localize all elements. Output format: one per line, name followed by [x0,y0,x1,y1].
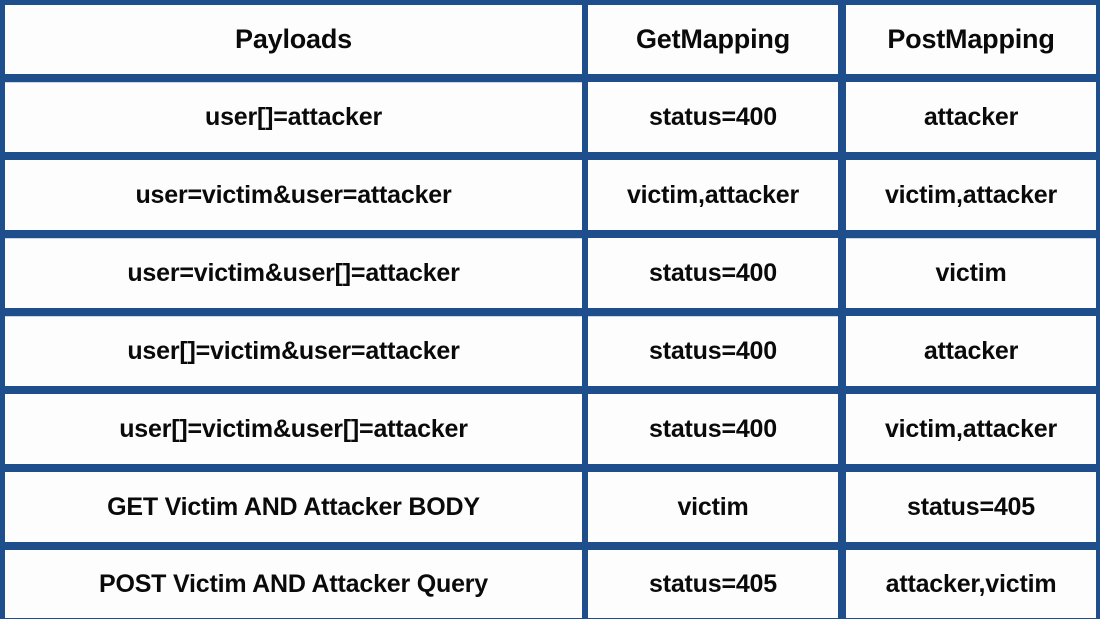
cell-payloads: POST Victim AND Attacker Query [5,550,582,618]
cell-payloads: user[]=attacker [5,82,582,152]
table-row: GET Victim AND Attacker BODY victim stat… [5,472,1096,542]
cell-getmapping: status=405 [588,550,838,618]
table-row: user=victim&user[]=attacker status=400 v… [5,238,1096,308]
column-header-payloads: Payloads [5,5,582,74]
cell-getmapping: status=400 [588,238,838,308]
cell-getmapping: status=400 [588,394,838,464]
cell-postmapping: victim,attacker [846,160,1096,230]
cell-payloads: GET Victim AND Attacker BODY [5,472,582,542]
table-row: user=victim&user=attacker victim,attacke… [5,160,1096,230]
column-header-getmapping: GetMapping [588,5,838,74]
cell-payloads: user=victim&user[]=attacker [5,238,582,308]
cell-getmapping: victim [588,472,838,542]
cell-payloads: user[]=victim&user[]=attacker [5,394,582,464]
column-header-postmapping: PostMapping [846,5,1096,74]
table-row: POST Victim AND Attacker Query status=40… [5,550,1096,618]
cell-postmapping: victim [846,238,1096,308]
cell-getmapping: status=400 [588,82,838,152]
cell-getmapping: victim,attacker [588,160,838,230]
cell-getmapping: status=400 [588,316,838,386]
cell-postmapping: attacker [846,82,1096,152]
cell-postmapping: attacker [846,316,1096,386]
cell-postmapping: status=405 [846,472,1096,542]
cell-postmapping: victim,attacker [846,394,1096,464]
table-row: user[]=victim&user=attacker status=400 a… [5,316,1096,386]
table-header-row: Payloads GetMapping PostMapping [5,5,1096,74]
cell-payloads: user[]=victim&user=attacker [5,316,582,386]
cell-postmapping: attacker,victim [846,550,1096,618]
table-row: user[]=victim&user[]=attacker status=400… [5,394,1096,464]
cell-payloads: user=victim&user=attacker [5,160,582,230]
table-row: user[]=attacker status=400 attacker [5,82,1096,152]
